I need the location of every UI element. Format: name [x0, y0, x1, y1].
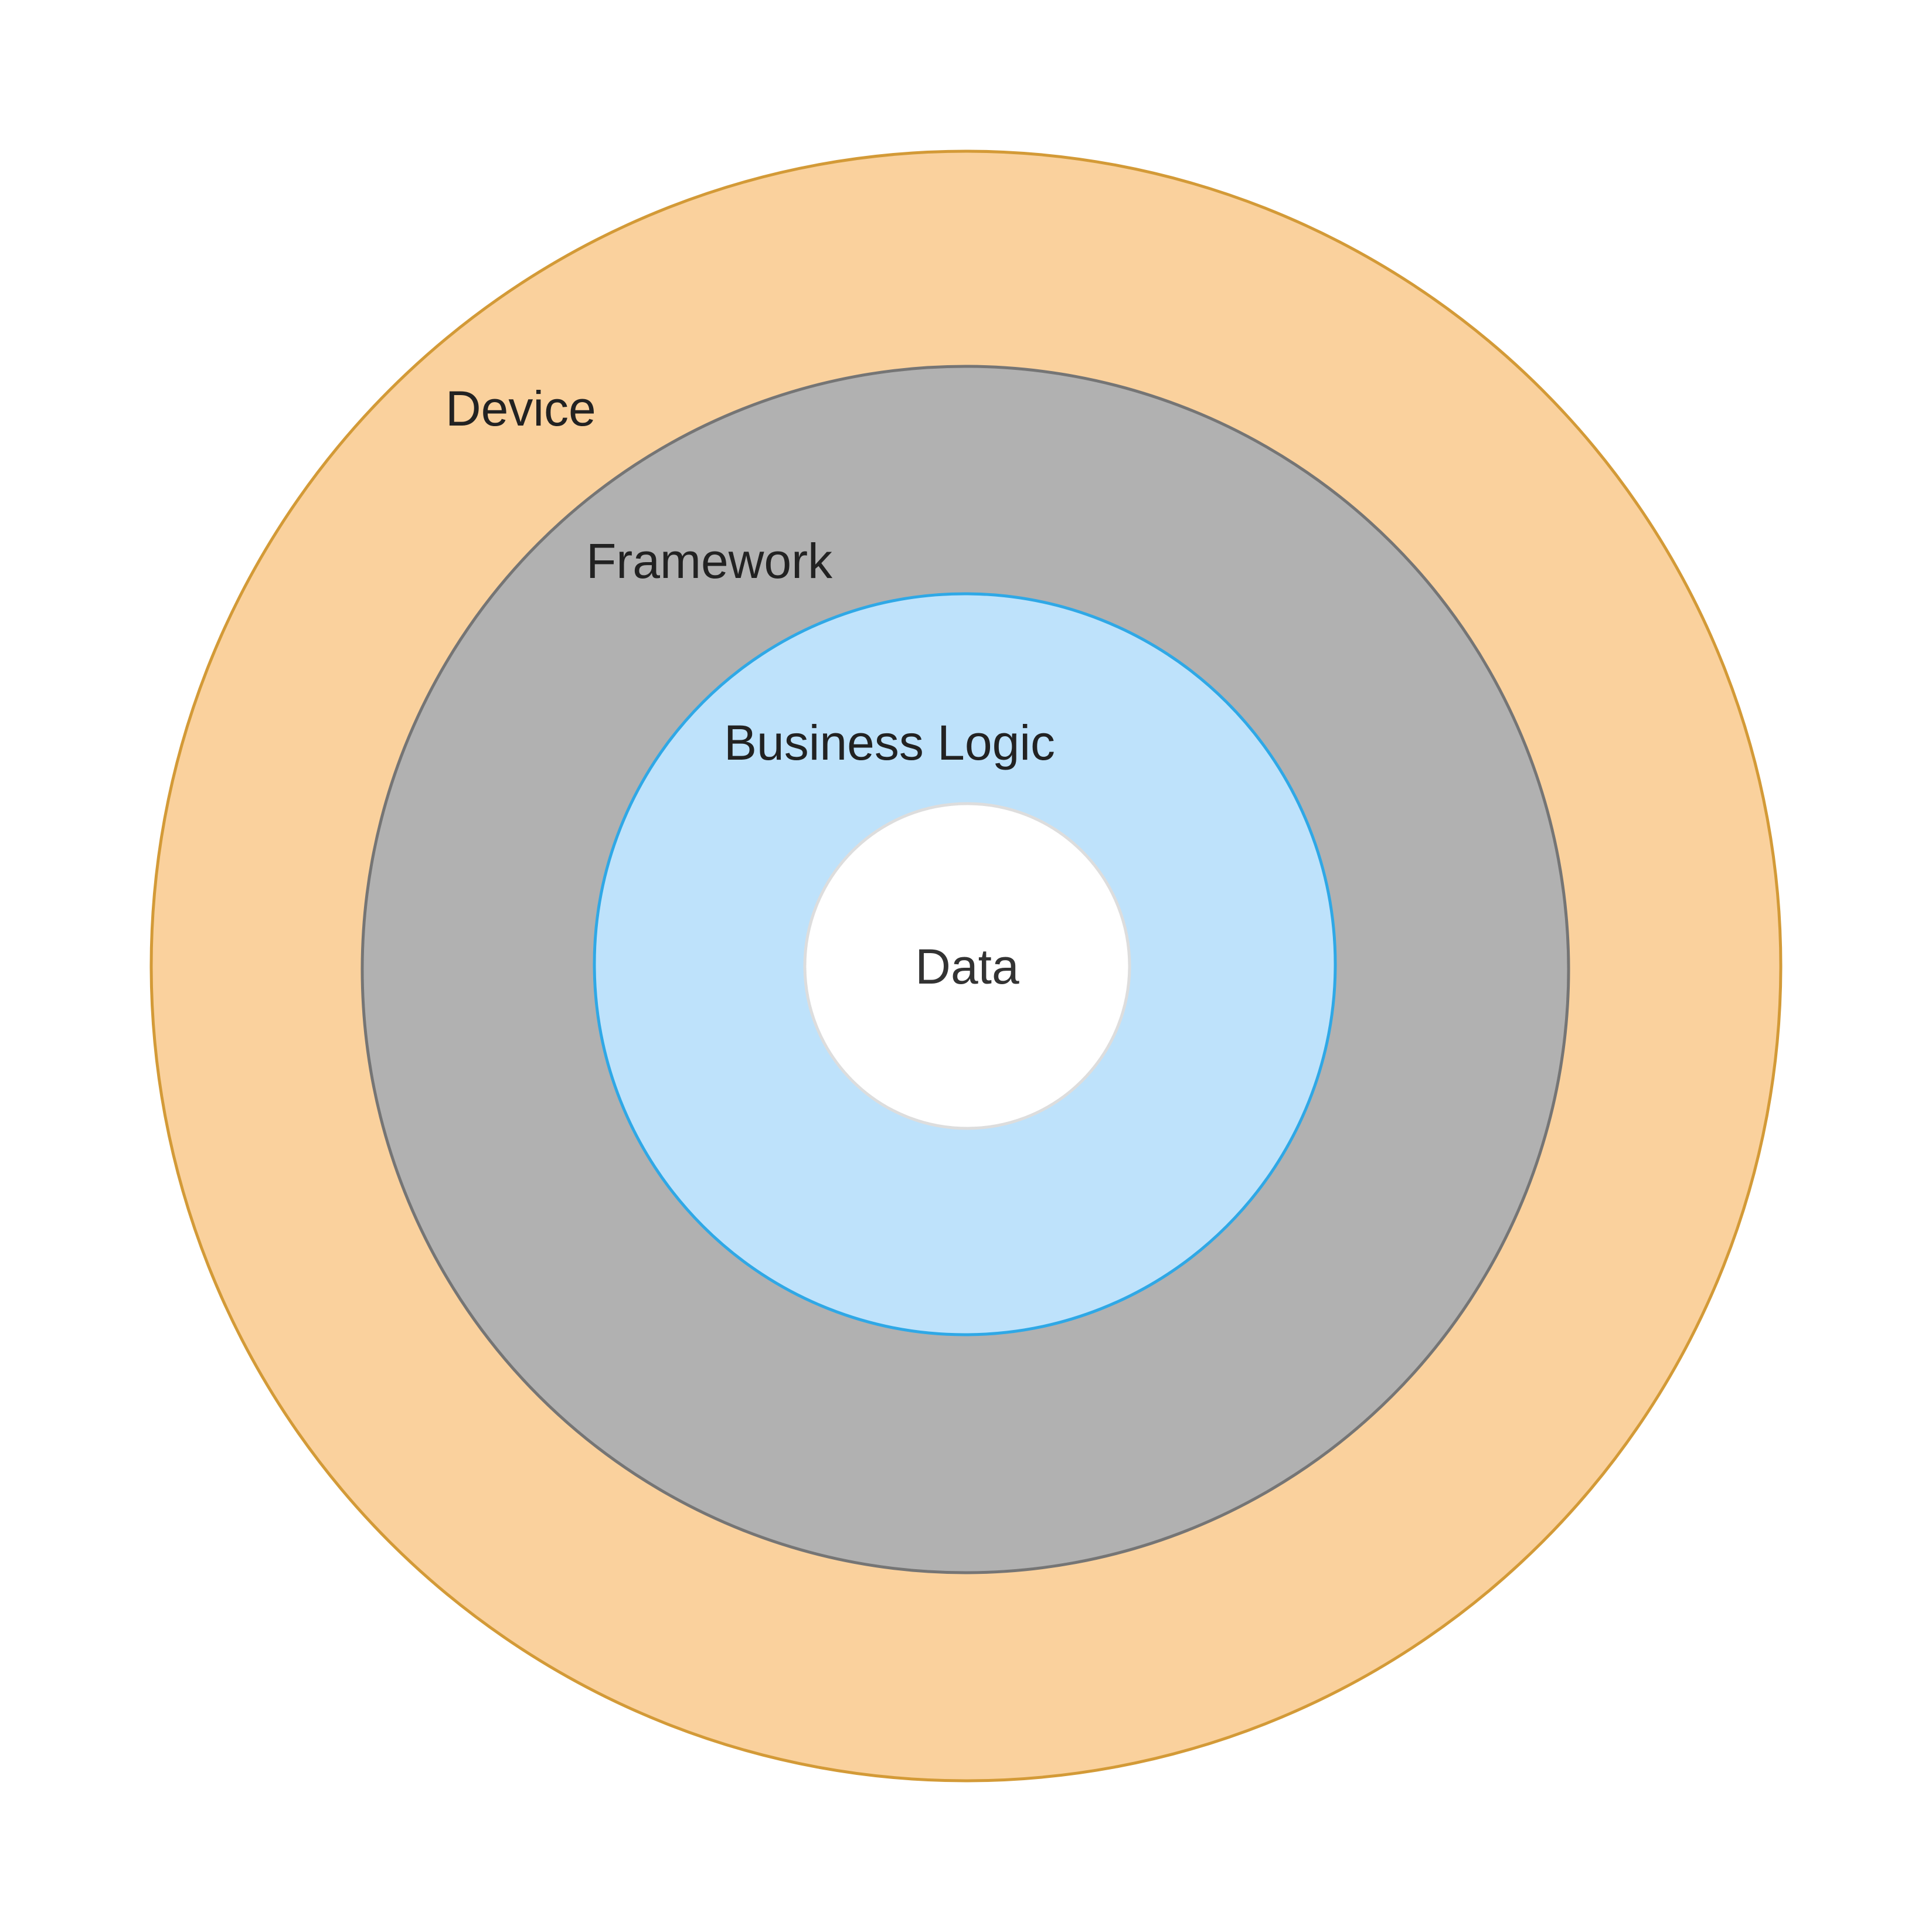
data-label: Data — [915, 939, 1019, 994]
device-label: Device — [445, 381, 596, 436]
business-logic-label: Business Logic — [724, 715, 1055, 770]
data-layer — [803, 802, 1131, 1130]
framework-label: Framework — [586, 533, 833, 589]
